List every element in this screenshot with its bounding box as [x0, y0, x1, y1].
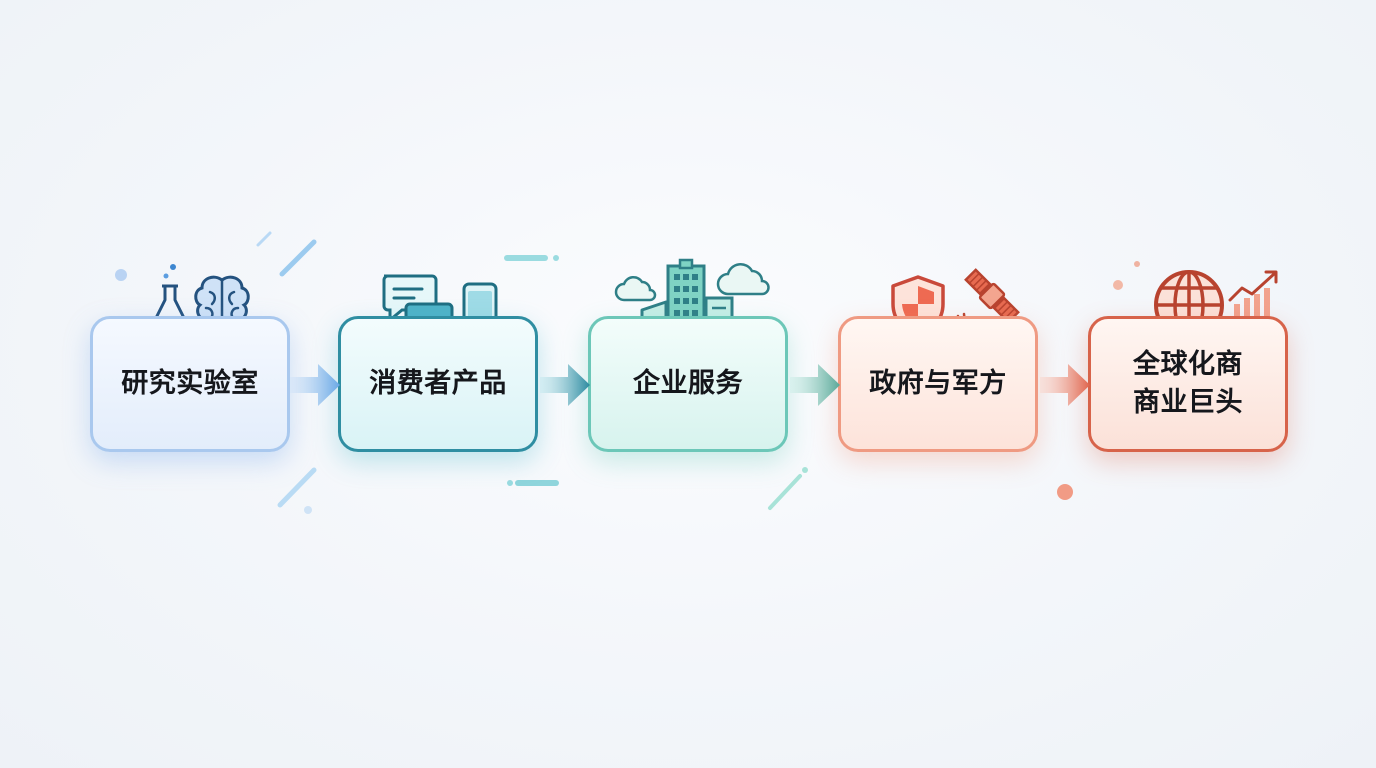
- deco-dot: [1113, 280, 1123, 290]
- flow-arrow: [540, 364, 590, 406]
- stage-label: 消费者产品: [369, 368, 507, 400]
- stage-card-enterprise-services: 企业服务: [588, 316, 788, 452]
- deco-dot: [115, 269, 127, 281]
- deco-dot: [304, 506, 312, 514]
- flow-arrow: [1040, 364, 1090, 406]
- deco-dot: [1134, 261, 1140, 267]
- deco-dot: [802, 467, 808, 473]
- deco-dash: [768, 474, 802, 510]
- deco-dash: [277, 467, 317, 508]
- flow-arrow: [290, 364, 340, 406]
- stage-card-government-military: 政府与军方: [838, 316, 1038, 452]
- deco-dash: [256, 231, 272, 247]
- cloud-icon: [716, 262, 770, 296]
- stage-label-line2: 商业巨头: [1133, 387, 1243, 418]
- growth-chart-icon: [1228, 270, 1278, 318]
- deco-dot: [553, 255, 559, 261]
- deco-dash: [279, 239, 317, 277]
- deco-dot: [1057, 484, 1073, 500]
- stage-label: 研究实验室: [121, 368, 259, 400]
- cloud-icon: [614, 275, 657, 302]
- stage-card-consumer-products: 消费者产品: [338, 316, 538, 452]
- deco-dot: [507, 480, 513, 486]
- brain-icon: [194, 275, 250, 329]
- stage-label: 企业服务: [633, 368, 743, 400]
- stage-card-global-giant: 全球化商 商业巨头: [1088, 316, 1288, 452]
- stage-label: 政府与军方: [869, 368, 1007, 400]
- stage-card-research-lab: 研究实验室: [90, 316, 290, 452]
- flow-arrow: [790, 364, 840, 406]
- stage-label-line1: 全球化商: [1133, 349, 1243, 381]
